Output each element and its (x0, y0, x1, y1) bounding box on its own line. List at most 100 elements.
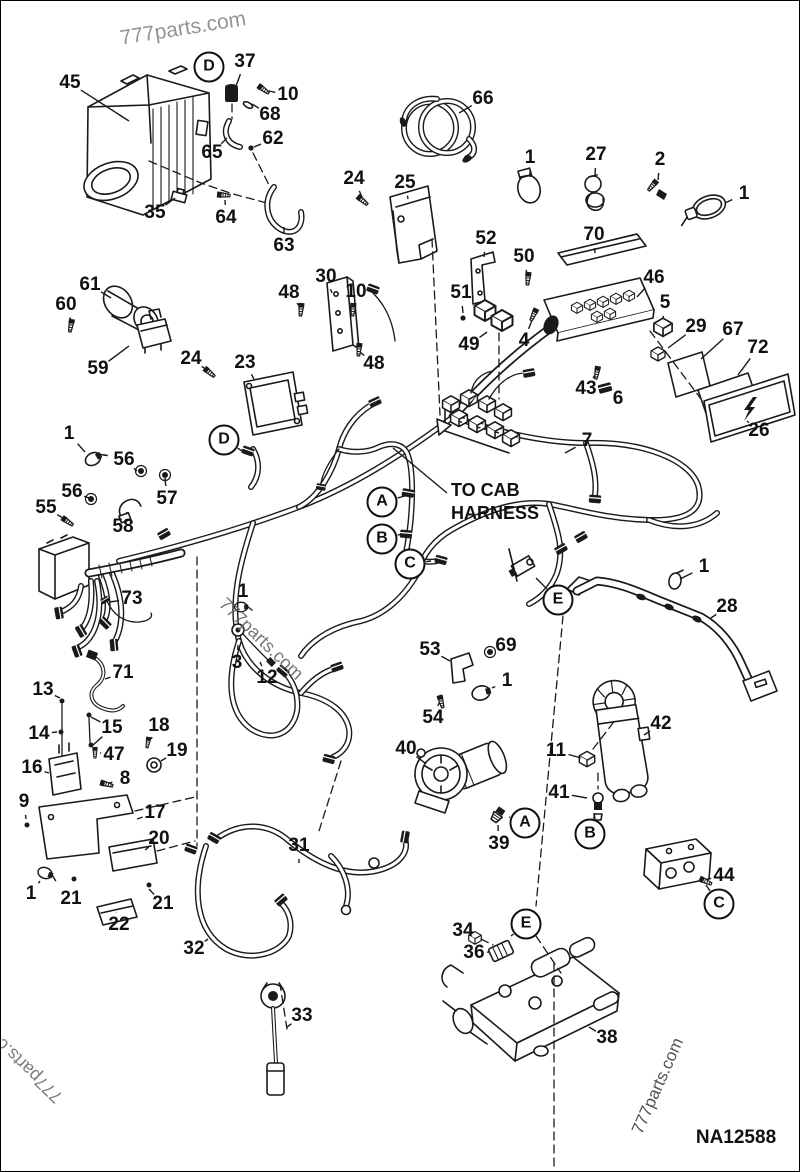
sensor-61-group (66, 285, 172, 354)
part-label-50: 50 (513, 246, 535, 267)
callout-B: B (574, 818, 606, 850)
leader-line (268, 90, 276, 94)
fuel-sender-33 (260, 982, 286, 1096)
part-label-63: 63 (273, 235, 295, 256)
leader-line (237, 447, 245, 453)
sensor-11-41 (578, 722, 614, 821)
leader-line (441, 655, 451, 662)
main-connector-block (38, 526, 172, 659)
leader-line (710, 613, 717, 619)
leader-line (707, 877, 712, 880)
fuel-filter-42 (592, 679, 651, 803)
relay-bracket-group (460, 251, 541, 333)
leader-line (592, 374, 596, 379)
midleft-hardware (59, 446, 172, 529)
part-label-1: 1 (524, 147, 536, 168)
leader-line (90, 716, 101, 723)
leader-line (251, 103, 260, 109)
part-label-21: 21 (152, 893, 174, 914)
part-label-56: 56 (61, 481, 83, 502)
callout-D: D (208, 424, 240, 456)
part-label-44: 44 (713, 865, 735, 886)
relay-cluster (436, 367, 537, 454)
callout-E: E (510, 908, 542, 940)
part-label-24: 24 (180, 348, 202, 369)
leader-line (705, 884, 711, 892)
e-cluster (508, 529, 589, 582)
leader-line (483, 251, 486, 258)
part-label-51: 51 (450, 282, 472, 303)
part-label-41: 41 (548, 782, 570, 803)
leader-line (92, 736, 103, 746)
main-harness (84, 395, 720, 766)
leader-line (253, 143, 262, 148)
part-label-34: 34 (452, 920, 474, 941)
manifold-44 (643, 838, 714, 890)
leader-line (204, 938, 209, 943)
part-label-2: 2 (654, 149, 666, 170)
leader-line (108, 781, 113, 784)
leader-line (746, 420, 750, 424)
part-label-7: 7 (581, 430, 593, 451)
leader-line (104, 676, 111, 680)
part-label-33: 33 (291, 1005, 313, 1026)
part-label-6: 6 (612, 388, 624, 409)
leader-line (69, 317, 72, 322)
leader-line (593, 812, 596, 819)
part-label-70: 70 (583, 224, 605, 245)
part-label-67: 67 (722, 319, 744, 340)
leader-line (571, 794, 588, 799)
leader-line (425, 560, 432, 563)
part-label-30: 30 (315, 266, 337, 287)
bracket-30-group (296, 276, 396, 358)
part-label-9: 9 (18, 791, 30, 812)
part-label-17: 17 (144, 802, 166, 823)
callout-E: E (542, 584, 574, 616)
part-label-31: 31 (288, 835, 310, 856)
part-label-27: 27 (585, 144, 607, 165)
part-label-47: 47 (103, 744, 125, 765)
leader-line (250, 373, 255, 380)
part-label-38: 38 (596, 1027, 618, 1048)
part-label-37: 37 (234, 51, 256, 72)
pump-40 (414, 740, 508, 824)
part-label-53: 53 (419, 639, 441, 660)
leader-line (667, 334, 687, 349)
leader-line (148, 888, 155, 895)
leader-line (525, 269, 528, 276)
leader-line (737, 358, 751, 376)
leader-line (84, 495, 90, 499)
part-label-48: 48 (363, 353, 385, 374)
part-label-52: 52 (475, 228, 497, 249)
leader-line (54, 694, 61, 699)
part-label-68: 68 (259, 104, 281, 125)
alignment-dashes (196, 238, 564, 1170)
leader-line (56, 513, 64, 519)
part-label-62: 62 (262, 128, 284, 149)
part-label-39: 39 (488, 833, 510, 854)
part-label-12: 12 (256, 667, 278, 688)
leader-line (133, 467, 138, 472)
leader-line (392, 447, 448, 494)
callout-A: A (509, 807, 541, 839)
leader-line (235, 73, 242, 87)
coiled-hose (399, 95, 477, 163)
part-label-40: 40 (395, 738, 417, 759)
part-label-10: 10 (345, 281, 367, 302)
holddown-bar-28 (566, 569, 778, 702)
leader-line (296, 302, 301, 308)
breather-group (148, 82, 305, 235)
part-label-72: 72 (747, 337, 769, 358)
part-label-61: 61 (79, 274, 101, 295)
part-label-21: 21 (60, 888, 82, 909)
leader-line (564, 446, 576, 454)
leader-line (461, 305, 464, 314)
leader-line (144, 846, 150, 851)
part-label-35: 35 (144, 202, 166, 223)
part-label-48: 48 (278, 282, 300, 303)
part-label-5: 5 (659, 292, 671, 313)
cables-31-32 (183, 823, 411, 959)
part-label-29: 29 (685, 316, 707, 337)
leader-line (700, 338, 724, 360)
part-label-24: 24 (343, 168, 365, 189)
